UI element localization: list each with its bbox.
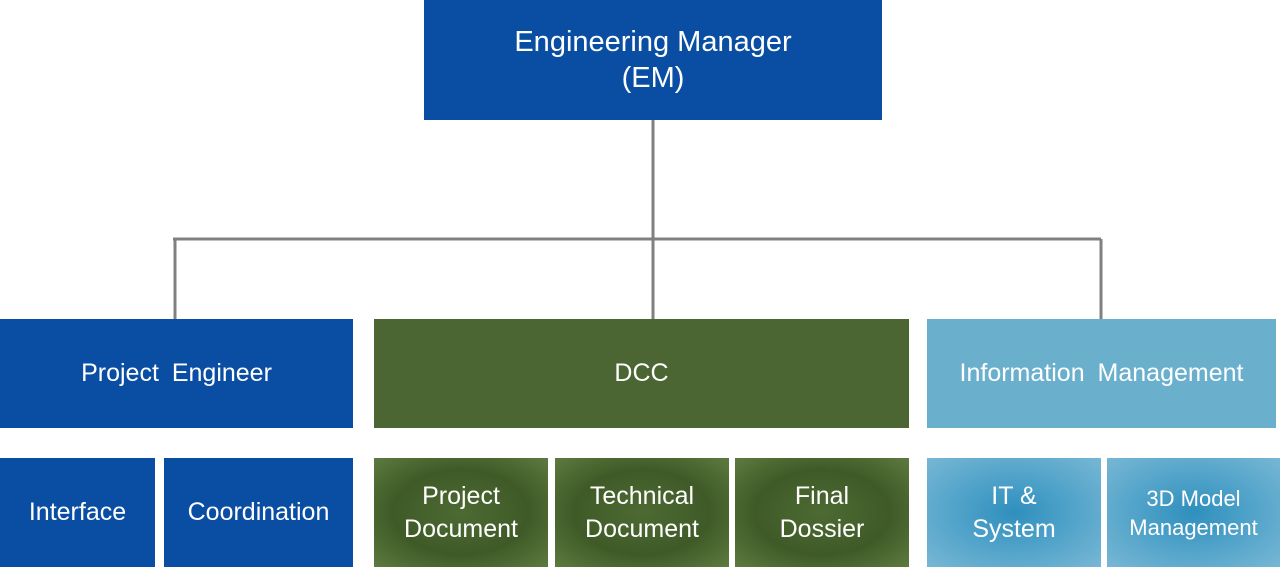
information-management-label: Information Management [959, 359, 1244, 387]
project-document-label: Project Document [404, 481, 518, 543]
interface-label: Interface [28, 498, 127, 526]
information-management-box: Information Management [927, 319, 1276, 428]
technical-document-box: Technical Document [555, 458, 729, 567]
final-dossier-box: Final Dossier [735, 458, 909, 567]
project-engineer-box: Project Engineer [0, 319, 353, 428]
3d-model-management-box: 3D Model Management [1107, 458, 1280, 567]
3d-model-management-label: 3D Model Management [1129, 485, 1258, 540]
engineering-manager-label: Engineering Manager (EM) [514, 26, 792, 94]
it-system-box: IT & System [927, 458, 1101, 567]
dcc-box: DCC [374, 319, 909, 428]
it-system-label: IT & System [972, 481, 1056, 543]
technical-document-label: Technical Document [585, 481, 699, 543]
final-dossier-label: Final Dossier [779, 481, 865, 543]
coordination-label: Coordination [187, 498, 330, 526]
project-document-box: Project Document [374, 458, 548, 567]
coordination-box: Coordination [164, 458, 353, 567]
interface-box: Interface [0, 458, 155, 567]
dcc-label: DCC [614, 359, 669, 387]
engineering-manager-box: Engineering Manager (EM) [424, 0, 882, 120]
project-engineer-label: Project Engineer [81, 359, 272, 387]
